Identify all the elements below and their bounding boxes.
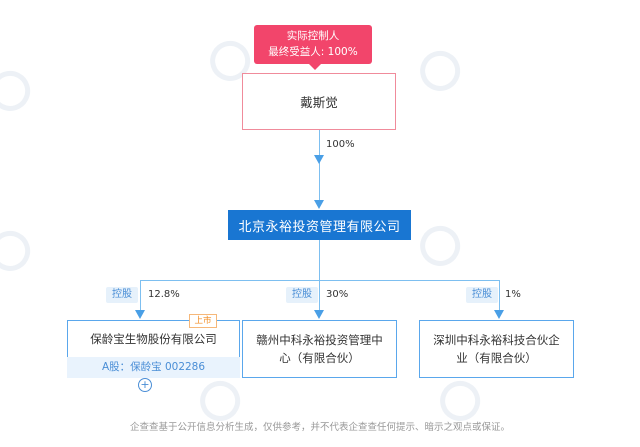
person-node[interactable]: 戴斯觉 [242, 73, 396, 130]
badge-line-2: 最终受益人: 100% [268, 46, 358, 58]
person-share-percent: 100% [326, 139, 355, 150]
main-company-node[interactable]: 北京永裕投资管理有限公司 [228, 210, 411, 240]
stock-info-link[interactable]: A股：保龄宝 002286 [67, 357, 240, 378]
subsidiary-node[interactable]: 赣州中科永裕投资管理中 心（有限合伙） [242, 320, 397, 378]
arrow-down-icon [314, 155, 324, 164]
watermark-logo [0, 64, 41, 117]
disclaimer-footer: 企查查基于公开信息分析生成，仅供参考，并不代表企查查任何提示、暗示之观点或保证。 [129, 422, 510, 433]
main-company-name: 北京永裕投资管理有限公司 [238, 219, 401, 235]
subsidiary-name-line-1: 深圳中科永裕科技合伙企 [433, 333, 560, 347]
connector-line [140, 280, 500, 281]
watermark-logo [414, 219, 471, 272]
person-name: 戴斯觉 [300, 95, 338, 110]
connector-line [319, 280, 320, 310]
expand-plus-icon[interactable]: + [138, 378, 152, 392]
actual-controller-badge: 实际控制人 最终受益人: 100% [254, 25, 372, 64]
subsidiary-name: 保龄宝生物股份有限公司 [90, 332, 217, 346]
badge-pointer [309, 64, 321, 70]
subsidiary-node[interactable]: 深圳中科永裕科技合伙企 业（有限合伙） [419, 320, 574, 378]
badge-line-1: 实际控制人 [286, 30, 340, 42]
subsidiary-name-line-2: 心（有限合伙） [279, 351, 360, 365]
arrow-down-icon [494, 310, 504, 319]
arrow-down-icon [314, 310, 324, 319]
holding-relation-tag: 控股 [286, 287, 318, 303]
subsidiary-name-line-2: 业（有限合伙） [456, 351, 537, 365]
subsidiary-name-line-1: 赣州中科永裕投资管理中 [256, 333, 383, 347]
watermark-logo [414, 44, 471, 97]
subsidiary-share-percent: 12.8% [148, 289, 180, 300]
listed-badge: 上市 [189, 314, 217, 328]
connector-line [319, 130, 320, 200]
subsidiary-share-percent: 30% [326, 289, 349, 300]
arrow-down-icon [314, 200, 324, 209]
holding-relation-tag: 控股 [466, 287, 498, 303]
arrow-down-icon [135, 310, 145, 319]
holding-relation-tag: 控股 [106, 287, 138, 303]
watermark-logo [0, 224, 41, 277]
connector-line [140, 280, 141, 310]
connector-line [499, 280, 500, 310]
connector-line [319, 240, 320, 280]
subsidiary-share-percent: 1% [505, 289, 521, 300]
